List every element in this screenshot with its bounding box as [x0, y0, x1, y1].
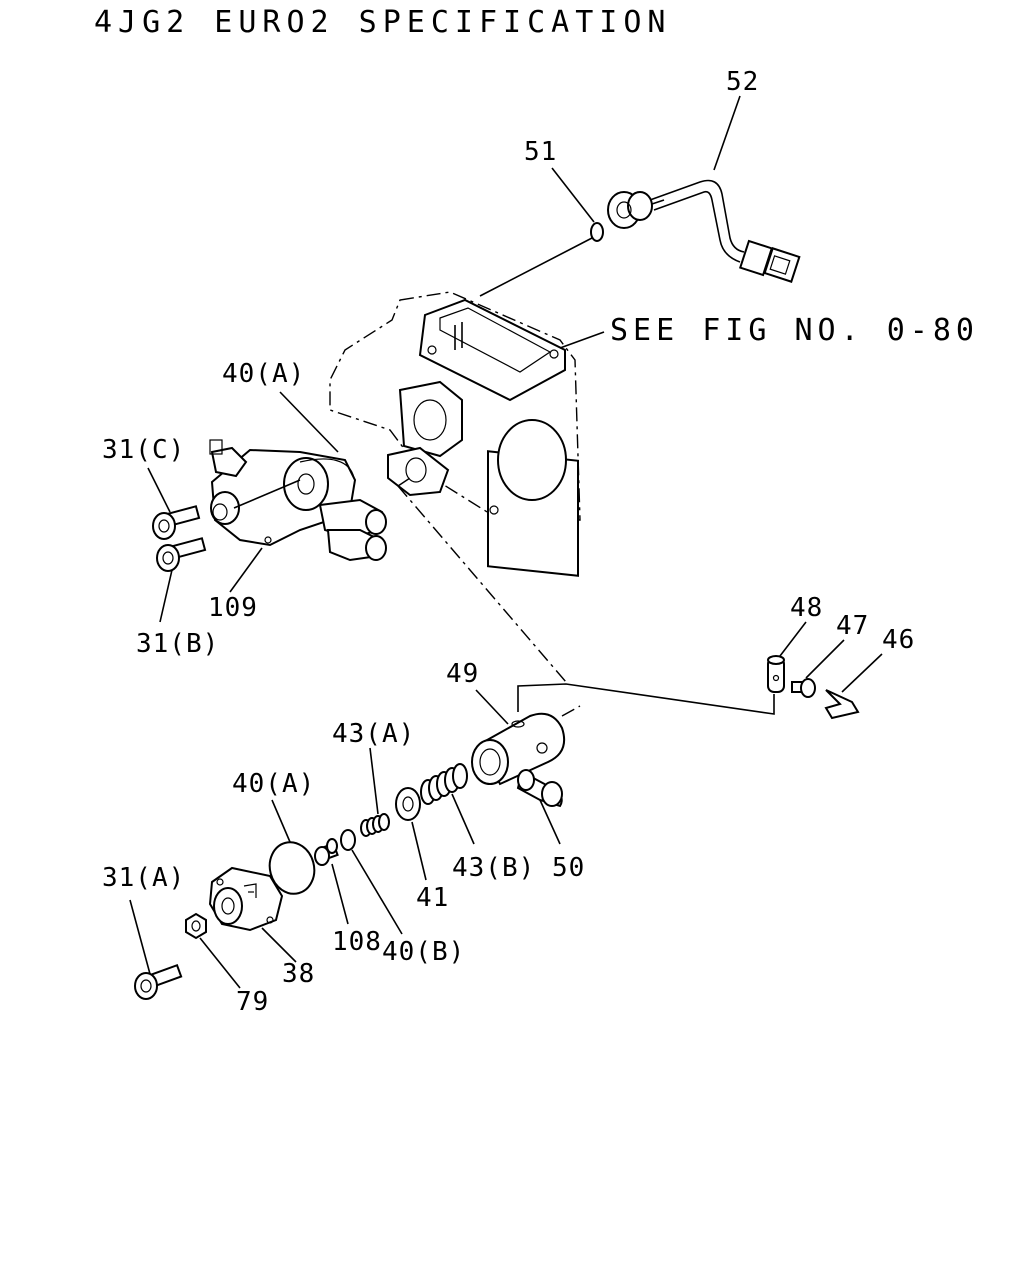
leader-43a [369, 747, 379, 815]
callout-31c: 31(C) [102, 435, 185, 465]
part-50-plunger[interactable] [516, 769, 563, 808]
callout-40a-mid: 40(A) [232, 769, 315, 799]
reference-note: SEE FIG NO. 0-80 [610, 313, 979, 348]
part-40a-gasket[interactable] [264, 837, 320, 899]
assembly-line-housing [397, 477, 411, 487]
callout-46: 46 [882, 625, 915, 655]
leader-41 [411, 821, 427, 881]
callout-52: 52 [726, 67, 759, 97]
leader-51 [551, 167, 595, 223]
part-31c-bolt[interactable] [152, 505, 201, 540]
leader-40a-top [279, 391, 339, 453]
leader-38 [261, 927, 297, 963]
callout-43a: 43(A) [332, 719, 415, 749]
leader-108 [331, 863, 349, 925]
leader-79 [199, 937, 241, 989]
part-52-sensor-harness[interactable] [607, 179, 801, 283]
assembly-line-51 [479, 237, 593, 297]
leader-31a [129, 899, 151, 975]
part-79-nut[interactable] [185, 912, 207, 940]
linkage-rod [517, 683, 775, 715]
part-47-bolt[interactable] [791, 678, 816, 698]
part-108-screw[interactable] [314, 838, 339, 866]
part-49-sleeve[interactable] [471, 712, 566, 786]
leader-see-fig [559, 331, 605, 349]
part-43a-spring[interactable] [360, 813, 390, 837]
callout-40b: 40(B) [382, 937, 465, 967]
callout-48: 48 [790, 593, 823, 623]
leader-109 [229, 547, 263, 593]
assembly-line-31c [233, 479, 301, 509]
callout-43b: 43(B) [452, 853, 535, 883]
callout-40a-top: 40(A) [222, 359, 305, 389]
leader-47 [805, 639, 845, 679]
assembly-line-49 [561, 705, 581, 717]
part-51-o-ring[interactable] [590, 222, 604, 242]
part-40b-o-ring[interactable] [340, 829, 356, 851]
leader-31b [159, 569, 173, 623]
callout-79: 79 [236, 987, 269, 1017]
callout-31a: 31(A) [102, 863, 185, 893]
part-31b-bolt[interactable] [156, 537, 207, 572]
leader-48 [779, 621, 807, 657]
part-43b-spring[interactable] [420, 763, 468, 805]
callout-51: 51 [524, 137, 557, 167]
part-41-washer[interactable] [395, 787, 421, 821]
part-46-clip[interactable] [824, 689, 860, 720]
callout-50: 50 [552, 853, 585, 883]
callout-47: 47 [836, 611, 869, 641]
callout-31b: 31(B) [136, 629, 219, 659]
leader-40b [351, 849, 403, 935]
callout-38: 38 [282, 959, 315, 989]
leader-49 [475, 689, 509, 725]
part-48-pin[interactable] [767, 655, 785, 693]
leader-40a-mid [271, 799, 291, 843]
leader-46 [841, 653, 883, 693]
leader-50 [539, 799, 561, 845]
callout-109: 109 [208, 593, 258, 623]
callout-108: 108 [332, 927, 382, 957]
housing-assembly[interactable] [329, 291, 581, 577]
callout-49: 49 [446, 659, 479, 689]
part-38-cover[interactable] [208, 866, 284, 932]
callout-41: 41 [416, 883, 449, 913]
leader-43b [451, 793, 475, 845]
assembly-line-housing-49 [397, 485, 567, 683]
diagram-title: 4JG2 EURO2 SPECIFICATION [94, 5, 671, 40]
part-109-actuator[interactable] [209, 439, 387, 562]
leader-52 [713, 95, 741, 171]
leader-31c [147, 467, 171, 513]
part-31a-bolt[interactable] [134, 963, 183, 1000]
